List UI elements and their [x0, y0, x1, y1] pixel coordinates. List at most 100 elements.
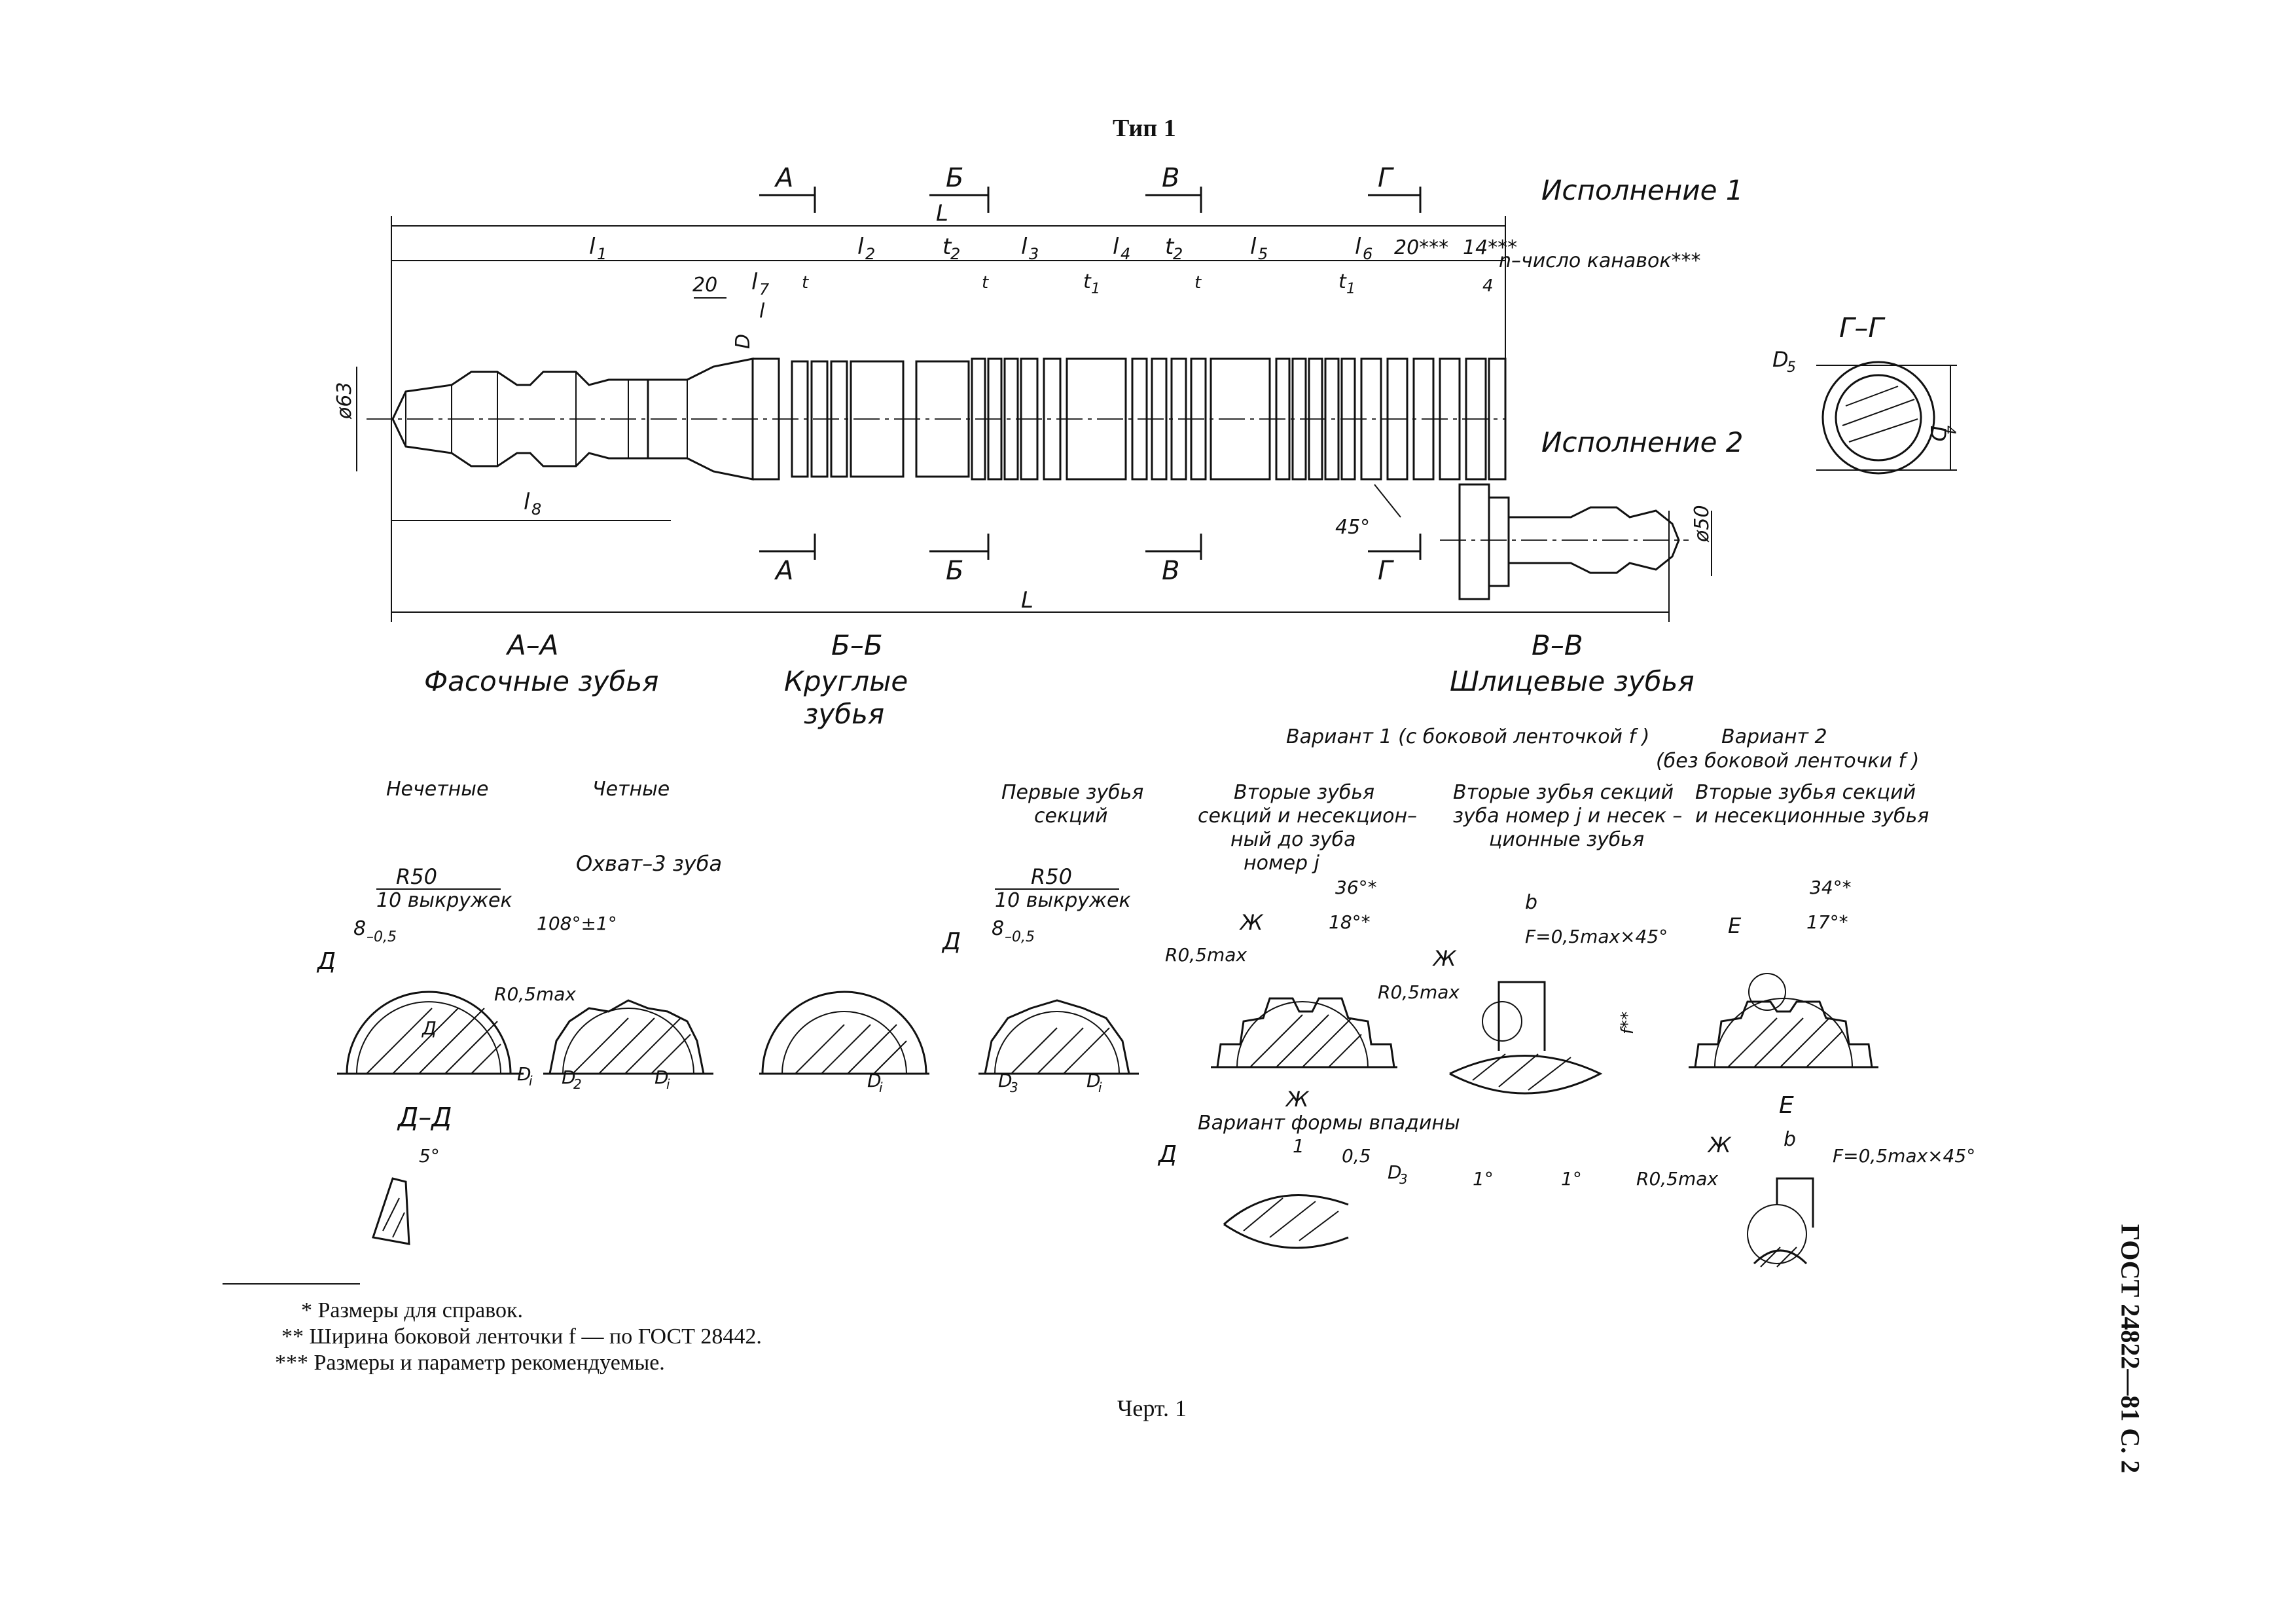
section-mark-G-top: Г: [1378, 163, 1394, 193]
even-Di: D: [655, 1067, 669, 1088]
first-r50: R50: [1031, 864, 1072, 889]
dim-20: 20: [692, 274, 717, 297]
groove-form-label: Вариант формы впадины: [1198, 1112, 1460, 1135]
second-b-1deg-b: 1°: [1561, 1168, 1582, 1190]
odd-eight: 8: [353, 917, 366, 940]
section-AA-label: Фасочные зубья: [424, 665, 658, 697]
detail-E-title: Е: [1779, 1092, 1794, 1119]
odd-D-mark: Д: [316, 948, 336, 975]
even-Di-sub: i: [666, 1076, 670, 1092]
dim-t1-b: t: [1338, 270, 1347, 293]
odd-eight-tol: –0,5: [367, 929, 397, 945]
section-markers: [759, 187, 1422, 560]
odd-r50: R50: [396, 864, 437, 889]
section-AA-title: А–А: [505, 629, 558, 661]
second-b-r05: R0,5max: [1378, 981, 1460, 1003]
dimension-lines: [356, 216, 1712, 622]
footnotes: * Размеры для справок. ** Ширина боковой…: [223, 1283, 762, 1376]
dim-l2: l: [857, 234, 864, 260]
second-a-zh-2: Ж: [1285, 1087, 1310, 1112]
odd-label: Нечетные: [386, 778, 488, 801]
second-a-label-1: Вторые зубья: [1234, 781, 1374, 804]
dim-l8: l: [524, 489, 530, 515]
section-first-teeth: R50 10 выкружек 8 –0,5 Д D 3 D i: [941, 864, 1139, 1095]
second-a-angle36: 36°*: [1335, 877, 1377, 898]
dim-t2-b-sub: 2: [1173, 245, 1183, 263]
dim-D4: D: [1926, 426, 1950, 442]
even-D2-sub: 2: [573, 1076, 582, 1092]
groove-D-mark: Д: [1157, 1141, 1177, 1168]
section-DD-title: Д–Д: [397, 1103, 452, 1133]
detail-E-zh: Ж: [1707, 1133, 1732, 1158]
odd-D-inner: Д: [421, 1017, 437, 1039]
footnote-2: ** Ширина боковой ленточки f — по ГОСТ 2…: [281, 1324, 762, 1349]
second-b-label-3: ционные зубья: [1489, 828, 1644, 851]
footnote-1: * Размеры для справок.: [301, 1298, 524, 1322]
figure-caption: Черт. 1: [1117, 1395, 1187, 1421]
dim-l5-sub: 5: [1258, 245, 1268, 263]
first-D-mark: Д: [941, 928, 961, 955]
section-second-teeth-c: 34°* 17°* Е: [1689, 877, 1878, 1068]
section-second-teeth-a: 36°* 18°* Ж R0,5max Ж Вариант формы впад…: [1157, 877, 1460, 1168]
section-mark-B-bottom: Б: [946, 556, 963, 586]
dim-l1: l: [589, 234, 596, 260]
dim-t-b: t: [982, 273, 989, 293]
second-b-label-2: зуба номер j и несек –: [1453, 805, 1682, 828]
second-b-chamfer: F=0,5max×45°: [1525, 926, 1668, 947]
section-BB-label-2: зубья: [804, 698, 884, 730]
groove-one: 1: [1293, 1135, 1304, 1157]
dim-20-star: 20***: [1394, 236, 1448, 259]
section-even-teeth: Охват–3 зуба 108°±1° R0,5max D 2 D i: [494, 851, 722, 1092]
section-VV-title: В–В: [1532, 629, 1583, 661]
section-GG-title: Г–Г: [1839, 312, 1886, 344]
odd-Di-sub: i: [529, 1073, 533, 1089]
dim-l7-sub: 7: [759, 280, 770, 299]
detail-E: Е b F=0,5max×45° Ж R0,5max: [1636, 1092, 1975, 1267]
dim-grooves: n–число канавок***: [1499, 249, 1700, 272]
odd-scallops: 10 выкружек: [376, 889, 512, 912]
dim-l-small: l: [759, 300, 765, 323]
dim-l6: l: [1355, 234, 1361, 260]
variant2-header-1: Вариант 2: [1721, 725, 1827, 748]
section-second-teeth-b: b F=0,5max×45° Ж R0,5max f** 1° 1°: [1378, 891, 1668, 1190]
dim-t-a: t: [802, 273, 809, 293]
dim-14-star: 14***: [1463, 236, 1517, 259]
footnote-3: *** Размеры и параметр рекомендуемые.: [275, 1351, 665, 1375]
second-a-zh: Ж: [1239, 910, 1264, 935]
section-round-teeth: D i: [759, 991, 929, 1095]
dim-t2-a: t: [942, 234, 952, 260]
second-a-label-2: секций и несекцион–: [1198, 805, 1417, 828]
gost-side-stamp: ГОСТ 24822—81 С. 2: [2091, 1152, 2170, 1545]
section-mark-V-bottom: В: [1162, 556, 1179, 586]
second-b-zh: Ж: [1432, 946, 1457, 971]
variant2-header-2: (без боковой ленточки f ): [1656, 750, 1919, 773]
dim-l4-sub: 4: [1121, 245, 1130, 263]
section-BB-label-1: Круглые: [784, 665, 908, 697]
footnote-divider: [223, 1283, 360, 1285]
dim-l4: l: [1113, 234, 1119, 260]
section-mark-G-bottom: Г: [1378, 556, 1394, 586]
dim-45deg: 45°: [1335, 516, 1370, 539]
first-eight: 8: [992, 917, 1004, 940]
first-Di-sub: i: [1098, 1080, 1102, 1095]
version1-label: Исполнение 1: [1541, 174, 1743, 206]
teeth-block: [751, 357, 1507, 481]
second-a-label-4: номер j: [1244, 852, 1320, 875]
dim-D5-sub: 5: [1787, 359, 1796, 376]
dim-l2-sub: 2: [865, 245, 875, 263]
round-Di: D: [867, 1070, 882, 1091]
second-a-r05: R0,5max: [1165, 944, 1247, 966]
second-b-f: f**: [1618, 1012, 1638, 1034]
first-D3-sub: 3: [1010, 1080, 1018, 1095]
dim-l6-sub: 6: [1363, 245, 1372, 263]
dim-t2-b: t: [1165, 234, 1175, 260]
second-b-label-1: Вторые зубья секций: [1453, 781, 1674, 804]
first-D3: D: [998, 1070, 1013, 1091]
dim-D1: D: [732, 334, 755, 349]
section-DD: Д–Д 5°: [372, 1103, 452, 1245]
dim-t2-a-sub: 2: [950, 245, 960, 263]
section-odd-teeth: R50 10 выкружек 8 –0,5 D i Д Д: [316, 864, 533, 1089]
dim-4: 4: [1482, 276, 1494, 296]
dim-phi50: ø50: [1691, 505, 1713, 543]
